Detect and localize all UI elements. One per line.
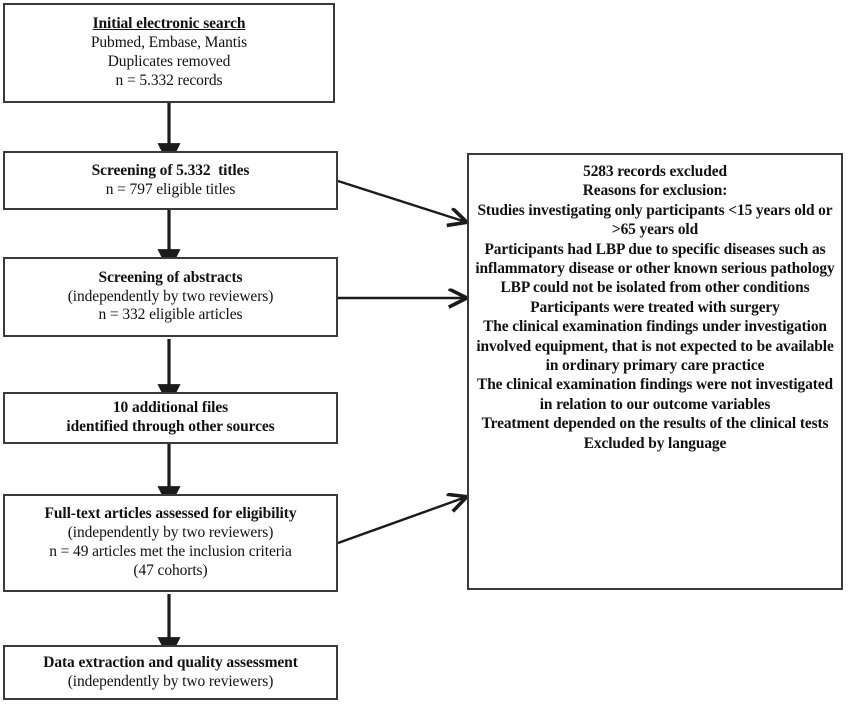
exclusion-reason: Participants had LBP due to specific dis… (475, 240, 835, 278)
box-data-extraction-quality-assessment: Data extraction and quality assessment (… (3, 645, 338, 700)
exclusion-reason: Studies investigating only participants … (477, 201, 833, 239)
box-line: Initial electronic search (92, 15, 246, 33)
box-line: Pubmed, Embase, Mantis (90, 34, 248, 52)
box-initial-electronic-search: Initial electronic search Pubmed, Embase… (3, 3, 335, 103)
box-line: (47 cohorts) (133, 561, 208, 579)
exclusion-reason: LBP could not be isolated from other con… (500, 279, 810, 297)
box-line: (independently by two reviewers) (67, 524, 274, 542)
box-screening-of-abstracts: Screening of abstracts (independently by… (3, 257, 338, 337)
box-additional-files: 10 additional files identified through o… (3, 392, 338, 444)
exclusion-reason: The clinical examination findings were n… (477, 376, 833, 413)
box-records-excluded: 5283 records excluded Reasons for exclus… (467, 153, 843, 590)
arrow-fulltext-to-excluded (337, 497, 466, 545)
box-line: (independently by two reviewers) (67, 287, 274, 305)
box-line: Screening of 5.332 titles (91, 161, 250, 179)
box-line: n = 332 eligible articles (98, 306, 243, 324)
box-screening-of-titles: Screening of 5.332 titles n = 797 eligib… (3, 151, 338, 210)
box-line: Screening of abstracts (98, 268, 243, 286)
box-line: n = 5.332 records (115, 71, 223, 89)
box-line: Full-text articles assessed for eligibil… (44, 505, 297, 523)
exclusion-reason: Excluded by language (583, 434, 727, 452)
box-line: 10 additional files (112, 399, 229, 417)
box-line: identified through other sources (66, 418, 275, 435)
arrow-titles-to-excluded (337, 179, 466, 222)
box-line: Data extraction and quality assessment (43, 653, 298, 671)
excluded-heading: 5283 records excluded (583, 163, 727, 180)
exclusion-reason: Treatment depended on the results of the… (481, 415, 829, 433)
box-full-text-articles-assessed: Full-text articles assessed for eligibil… (3, 494, 338, 592)
box-line: Duplicates removed (107, 53, 231, 70)
excluded-subheading: Reasons for exclusion: (582, 182, 728, 200)
box-line: n = 49 articles met the inclusion criter… (49, 543, 292, 560)
box-line: n = 797 eligible titles (105, 180, 236, 198)
box-line: (independently by two reviewers) (67, 672, 274, 690)
exclusion-reason: Participants were treated with surgery (530, 298, 780, 316)
exclusion-reason: The clinical examination findings under … (476, 318, 834, 375)
